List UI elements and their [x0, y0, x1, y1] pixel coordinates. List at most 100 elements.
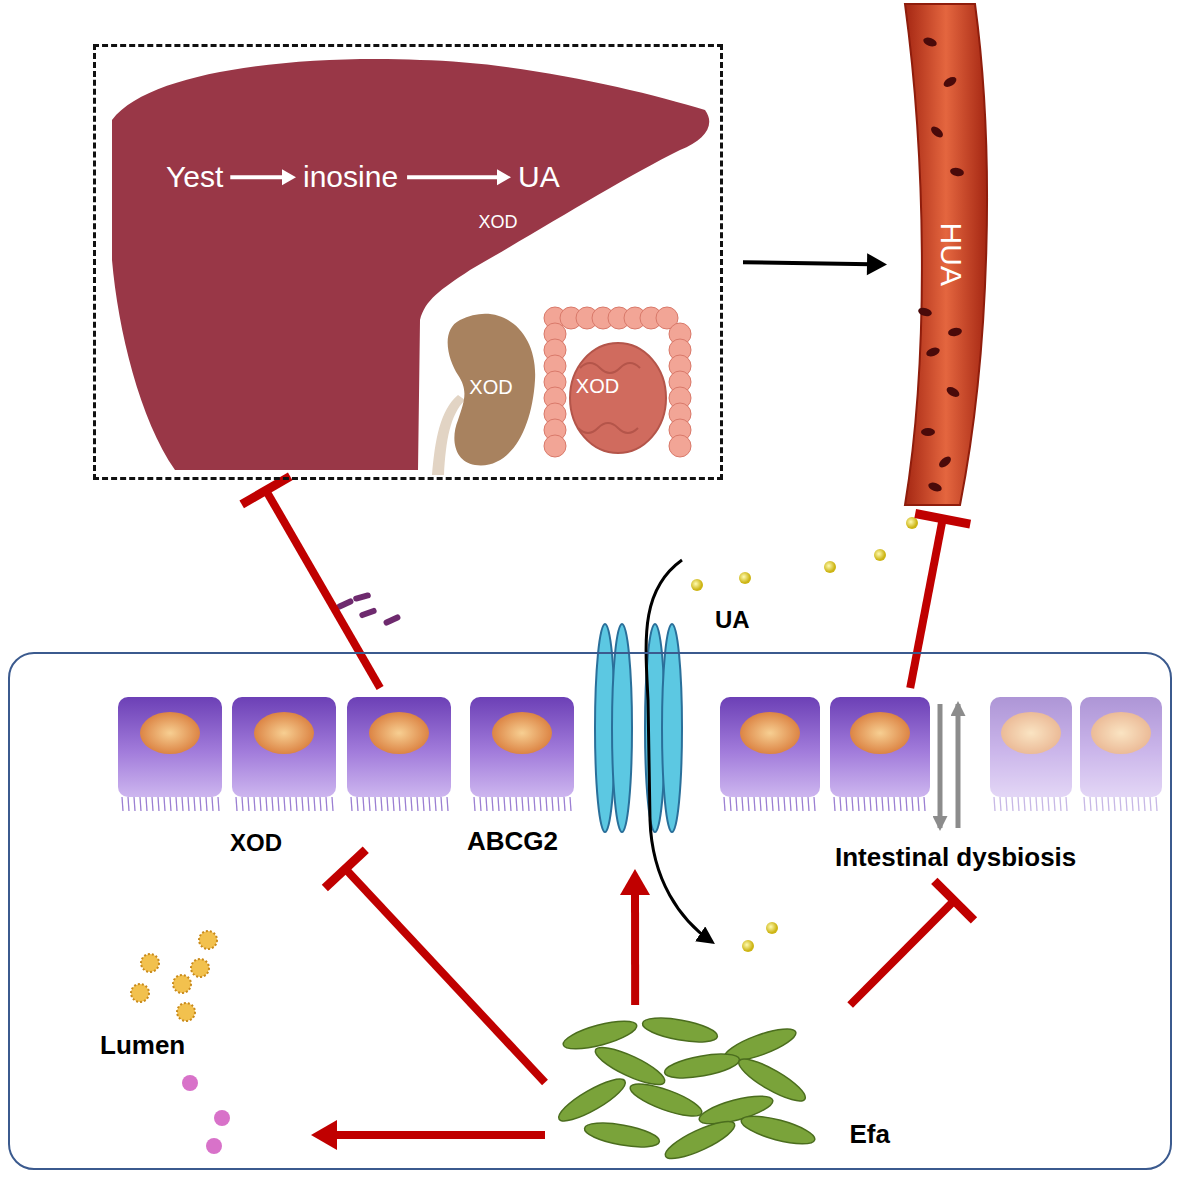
- blood-cell: [922, 36, 938, 48]
- liver-shape: [112, 59, 709, 470]
- microvillus: [351, 797, 352, 811]
- microvillus: [1090, 797, 1091, 811]
- microvillus: [724, 797, 725, 811]
- microvillus: [1156, 797, 1157, 811]
- microvillus: [1126, 797, 1127, 811]
- microvillus: [1084, 797, 1085, 811]
- microvillus: [320, 797, 321, 811]
- microvillus: [308, 797, 309, 811]
- blood-cell: [927, 481, 943, 493]
- cell-body: [347, 697, 451, 797]
- microvillus: [254, 797, 255, 811]
- microvillus: [369, 797, 370, 811]
- cell-body: [470, 697, 574, 797]
- cell-nucleus: [740, 712, 800, 754]
- node-text: XOD: [230, 829, 282, 857]
- microvillus: [846, 797, 847, 811]
- microvillus: [176, 797, 177, 811]
- microvillus: [1132, 797, 1133, 811]
- microvillus: [528, 797, 529, 811]
- colon-segment: [544, 435, 566, 457]
- microvillus: [912, 797, 913, 811]
- microvillus: [522, 797, 523, 811]
- bacterium: [739, 1111, 818, 1150]
- microvillus: [570, 797, 571, 811]
- connector: [407, 169, 511, 185]
- lumen-particle: [206, 1138, 222, 1154]
- blood-cell: [921, 428, 935, 436]
- microvillus: [498, 797, 499, 811]
- connector-line: [743, 262, 871, 264]
- vessel-outline: [905, 4, 987, 505]
- connector: [311, 1120, 545, 1150]
- connector: [325, 850, 545, 1083]
- transporter-subunit: [612, 624, 632, 832]
- microvillus: [486, 797, 487, 811]
- blood-cell: [929, 124, 945, 139]
- microvillus: [357, 797, 358, 811]
- microvillus: [870, 797, 871, 811]
- microvillus: [924, 797, 925, 811]
- bacteria-bit: [383, 613, 402, 626]
- blood-cell: [937, 454, 953, 469]
- cell-nucleus: [1091, 712, 1151, 754]
- microvillus: [840, 797, 841, 811]
- microvillus: [146, 797, 147, 811]
- microvillus: [1150, 797, 1151, 811]
- microvillus: [736, 797, 737, 811]
- microvillus: [558, 797, 559, 811]
- microvillus: [164, 797, 165, 811]
- epithelial-cell: [1080, 697, 1162, 811]
- edge-label: XOD: [479, 212, 518, 233]
- microvillus: [278, 797, 279, 811]
- microvillus: [134, 797, 135, 811]
- connector-line: [850, 901, 954, 1005]
- microvillus: [760, 797, 761, 811]
- urate-dot: [739, 572, 751, 584]
- microvillus: [128, 797, 129, 811]
- transport-arrow: [646, 560, 712, 942]
- microvillus: [546, 797, 547, 811]
- bacteria-bit: [359, 607, 378, 619]
- microvillus: [1054, 797, 1055, 811]
- microvillus: [332, 797, 333, 811]
- microvillus: [363, 797, 364, 811]
- microvillus: [236, 797, 237, 811]
- microvillus: [784, 797, 785, 811]
- microvillus: [876, 797, 877, 811]
- microvillus: [284, 797, 285, 811]
- microvillus: [248, 797, 249, 811]
- bacterium: [641, 1014, 719, 1047]
- arrow-head: [620, 869, 650, 895]
- urate-dot: [874, 549, 886, 561]
- metabolite-label: UA: [515, 160, 563, 195]
- node-text: XOD: [469, 376, 512, 399]
- microvillus: [864, 797, 865, 811]
- node-text: Lumen: [100, 1031, 185, 1061]
- node-text: HUA: [934, 223, 969, 286]
- microvillus: [152, 797, 153, 811]
- microvillus: [387, 797, 388, 811]
- microvillus: [194, 797, 195, 811]
- metabolite-label: inosine: [300, 160, 401, 195]
- lumen-region: Lumen: [95, 925, 305, 1155]
- connector-line: [345, 869, 545, 1083]
- epithelial-cell: [347, 697, 451, 811]
- microvillus: [510, 797, 511, 811]
- organ-frame: YestinosineUAXODXOD: [93, 44, 723, 480]
- microvillus: [242, 797, 243, 811]
- lumen-particle: [173, 975, 191, 993]
- microvillus: [441, 797, 442, 811]
- lumen-particle: [214, 1110, 230, 1126]
- node-text: UA: [518, 160, 560, 195]
- blood-cell: [945, 385, 961, 399]
- epithelial-cell: [118, 697, 222, 811]
- microvillus: [504, 797, 505, 811]
- epithelial-cell: [830, 697, 930, 811]
- intestine-organ: XOD: [540, 298, 695, 475]
- microvillus: [516, 797, 517, 811]
- microvillus: [540, 797, 541, 811]
- microvillus: [858, 797, 859, 811]
- microvillus: [1066, 797, 1067, 811]
- microvillus: [218, 797, 219, 811]
